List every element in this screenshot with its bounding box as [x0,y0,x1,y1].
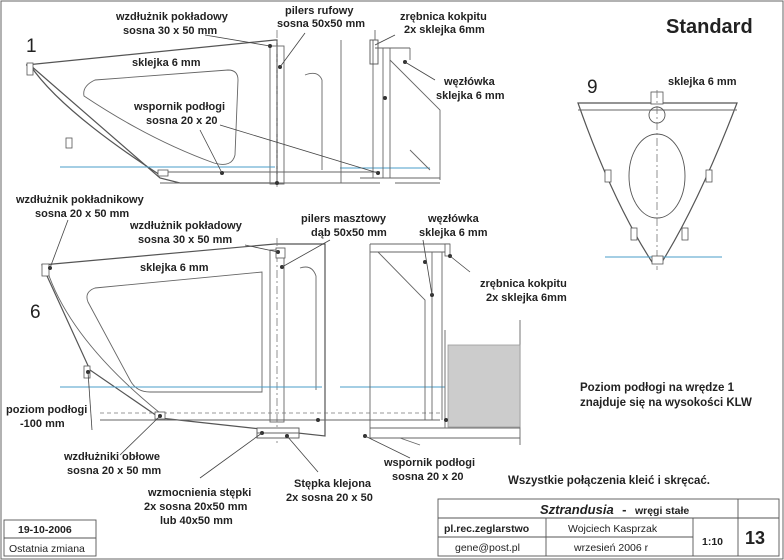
frame-1-drawing: 1 [25,30,441,190]
f1-knee-label: węzłówka sklejka 6 mm [436,76,505,102]
f6-sheer-stringer-label: wzdłużnik pokładnikowy sosna 20 x 50 mm [15,194,147,220]
glue-note: Wszystkie połączenia kleić i skręcać. [508,475,710,487]
title-block [3,498,780,557]
tb-project-title: Sztrandusia - wręgi stałe [540,501,689,518]
frame-1-number: 1 [26,36,37,57]
frame-9-drawing: 9 [577,77,738,270]
tb-last-change: Ostatnia zmiana [9,543,85,555]
f1-pillar-label: pilers rufowy sosna 50x50 mm [277,5,365,30]
sheet-title: Standard [666,16,753,38]
frame-6-drawing: 6 [30,219,521,479]
tb-month: wrzesień 2006 r [573,542,649,554]
f6-floor-level-label: poziom podłogi -100 mm [6,404,90,430]
floor-level-note: Poziom podłogi na wrędze 1 znajduje się … [580,382,752,409]
f1-coaming-label: zrębnica kokpitu 2x sklejka 6mm [400,11,490,36]
tb-scale: 1:10 [702,536,723,548]
f6-bilge-stringers-label: wzdłużniki obłowe sosna 20 x 50 mm [63,451,163,477]
f6-plywood-label: sklejka 6 mm [140,262,209,274]
tb-author: Wojciech Kasprzak [568,523,658,535]
frame-6-number: 6 [30,302,41,323]
f1-plywood-label: sklejka 6 mm [132,57,201,69]
tb-sheet-number: 13 [745,528,765,548]
f1-floor-support-label: wspornik podłogi sosna 20 x 20 [133,101,228,127]
f6-keelson-label: wzmocnienia stępki 2x sosna 20x50 mm lub… [144,487,254,527]
tb-email: gene@post.pl [455,542,520,554]
f9-plywood-label: sklejka 6 mm [668,76,737,88]
f6-floor-support-label: wspornik podłogi sosna 20 x 20 [383,457,478,483]
f6-stringer-label: wzdłużnik pokładowy sosna 30 x 50 mm [129,220,245,246]
f6-pillar-label: pilers masztowy dąb 50x50 mm [301,213,389,239]
tb-group: pl.rec.zeglarstwo [444,523,529,535]
frame-9-number: 9 [587,77,598,98]
f6-coaming-label: zrębnica kokpitu 2x sklejka 6mm [480,278,570,304]
f6-knee-label: węzłówka sklejka 6 mm [419,213,488,239]
tb-date: 19-10-2006 [18,524,72,536]
f1-stringer-label: wzdłużnik pokładowy sosna 30 x 50 mm [115,11,231,37]
f6-keel-label: Stępka klejona 2x sosna 20 x 50 [286,478,374,504]
cockpit-panel [447,344,521,428]
